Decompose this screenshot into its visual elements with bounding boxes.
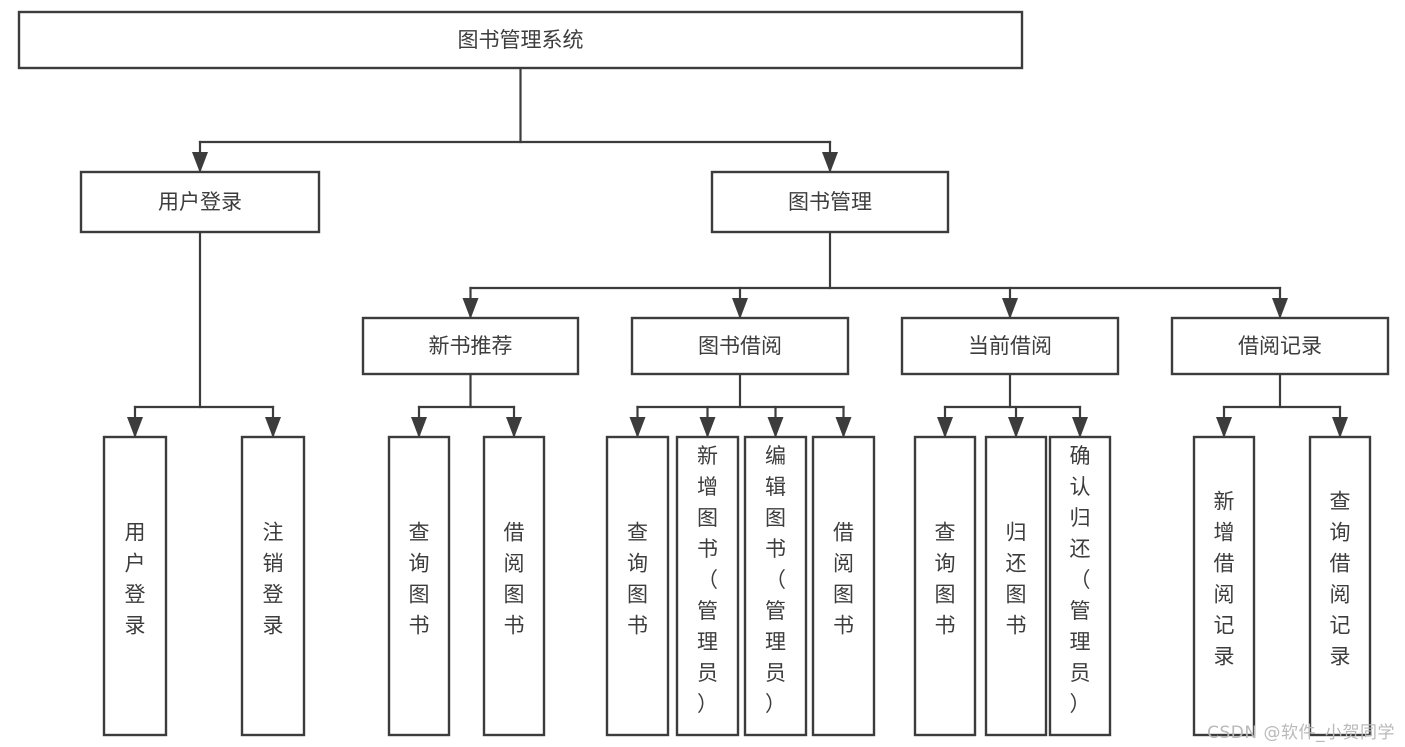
node-box-leaf-user-login	[102, 435, 168, 737]
arrowhead-leaf-borrow-book-borrow	[835, 417, 852, 438]
node-label-leaf-edit-book-admin: 编辑图书（管理员）	[765, 444, 786, 716]
node-leaf-borrow-book-recommend[interactable]: 借阅图书	[482, 435, 546, 737]
node-label-leaf-borrow-book-recommend: 借阅图书	[504, 521, 525, 638]
node-box-leaf-borrow-book-borrow	[811, 435, 876, 737]
node-label-leaf-add-borrow-record: 新增借阅记录	[1214, 490, 1235, 669]
arrowhead-new-book-recommend	[462, 298, 479, 319]
node-label-book-management: 图书管理	[788, 190, 872, 214]
node-label-leaf-logout: 注销登录	[263, 521, 284, 638]
connector-layer	[127, 66, 1348, 438]
node-label-leaf-borrow-book-borrow: 借阅图书	[833, 521, 854, 638]
node-box-borrow-record	[1170, 316, 1390, 376]
arrowhead-leaf-edit-book-admin	[767, 417, 784, 438]
node-leaf-query-book-borrow[interactable]: 查询图书	[605, 435, 670, 737]
node-box-leaf-logout	[240, 435, 306, 737]
arrowhead-leaf-logout	[265, 417, 281, 438]
arrowhead-leaf-query-book-borrow	[629, 417, 646, 438]
arrowhead-leaf-add-borrow-record	[1216, 417, 1232, 438]
node-leaf-return-book[interactable]: 归还图书	[984, 435, 1048, 737]
node-label-leaf-confirm-return-admin: 确认归还（管理员）	[1070, 444, 1091, 716]
node-label-leaf-add-book-admin: 新增图书（管理员）	[697, 444, 718, 716]
node-borrow-record[interactable]: 借阅记录	[1170, 316, 1390, 376]
node-label-leaf-query-book-borrow: 查询图书	[627, 521, 648, 638]
node-leaf-logout[interactable]: 注销登录	[240, 435, 306, 737]
arrowhead-leaf-query-borrow-record	[1332, 417, 1348, 438]
node-box-book-borrow	[630, 316, 850, 376]
arrowhead-leaf-query-book-current	[937, 417, 953, 438]
arrowhead-borrow-record	[1272, 298, 1288, 319]
node-box-leaf-add-book-admin	[675, 435, 740, 737]
node-box-leaf-return-book	[984, 435, 1048, 737]
node-box-user-login	[79, 170, 321, 234]
node-box-current-borrow	[900, 316, 1120, 376]
node-box-leaf-query-borrow-record	[1308, 435, 1372, 737]
node-leaf-user-login[interactable]: 用户登录	[102, 435, 168, 737]
arrowhead-book-management	[822, 152, 838, 173]
node-label-borrow-record: 借阅记录	[1238, 334, 1322, 358]
node-book-borrow[interactable]: 图书借阅	[630, 316, 850, 376]
node-label-new-book-recommend: 新书推荐	[429, 334, 513, 358]
arrowhead-leaf-confirm-return-admin	[1072, 417, 1088, 438]
node-box-leaf-confirm-return-admin	[1048, 435, 1112, 737]
arrowhead-leaf-return-book	[1008, 417, 1024, 438]
watermark-text: CSDN @软件_小贺同学	[1207, 723, 1395, 743]
node-leaf-borrow-book-borrow[interactable]: 借阅图书	[811, 435, 876, 737]
node-label-leaf-query-book-recommend: 查询图书	[409, 521, 430, 638]
node-new-book-recommend[interactable]: 新书推荐	[361, 316, 580, 376]
node-root[interactable]: 图书管理系统	[17, 10, 1024, 70]
node-leaf-query-book-current[interactable]: 查询图书	[913, 435, 977, 737]
node-label-user-login: 用户登录	[158, 190, 242, 214]
node-box-leaf-borrow-book-recommend	[482, 435, 546, 737]
node-layer: 图书管理系统用户登录图书管理新书推荐图书借阅当前借阅借阅记录用户登录注销登录查询…	[17, 10, 1390, 737]
arrowhead-book-borrow	[732, 298, 748, 319]
node-label-root: 图书管理系统	[458, 28, 584, 52]
node-book-management[interactable]: 图书管理	[710, 170, 950, 234]
node-label-leaf-user-login: 用户登录	[125, 521, 146, 638]
node-leaf-query-borrow-record[interactable]: 查询借阅记录	[1308, 435, 1372, 737]
arrowhead-leaf-borrow-book-recommend	[506, 417, 522, 438]
arrowhead-leaf-add-book-admin	[699, 417, 716, 438]
arrowhead-leaf-query-book-recommend	[411, 417, 427, 438]
node-box-book-management	[710, 170, 950, 234]
node-box-leaf-query-book-current	[913, 435, 977, 737]
node-leaf-add-borrow-record[interactable]: 新增借阅记录	[1192, 435, 1256, 737]
arrowhead-current-borrow	[1002, 298, 1018, 319]
node-current-borrow[interactable]: 当前借阅	[900, 316, 1120, 376]
node-leaf-edit-book-admin[interactable]: 编辑图书（管理员）	[743, 435, 808, 737]
node-user-login[interactable]: 用户登录	[79, 170, 321, 234]
node-box-leaf-edit-book-admin	[743, 435, 808, 737]
node-label-current-borrow: 当前借阅	[968, 334, 1052, 358]
node-box-leaf-query-book-borrow	[605, 435, 670, 737]
node-label-leaf-query-book-current: 查询图书	[935, 521, 956, 638]
node-box-new-book-recommend	[361, 316, 580, 376]
node-leaf-query-book-recommend[interactable]: 查询图书	[387, 435, 451, 737]
node-leaf-confirm-return-admin[interactable]: 确认归还（管理员）	[1048, 435, 1112, 737]
arrowhead-user-login	[192, 152, 208, 173]
node-box-leaf-add-borrow-record	[1192, 435, 1256, 737]
node-label-leaf-return-book: 归还图书	[1006, 521, 1027, 638]
node-box-root	[17, 10, 1024, 70]
node-box-leaf-query-book-recommend	[387, 435, 451, 737]
arrowhead-leaf-user-login	[127, 417, 143, 438]
node-label-leaf-query-borrow-record: 查询借阅记录	[1330, 490, 1351, 669]
node-label-book-borrow: 图书借阅	[698, 334, 782, 358]
node-leaf-add-book-admin[interactable]: 新增图书（管理员）	[675, 435, 740, 737]
